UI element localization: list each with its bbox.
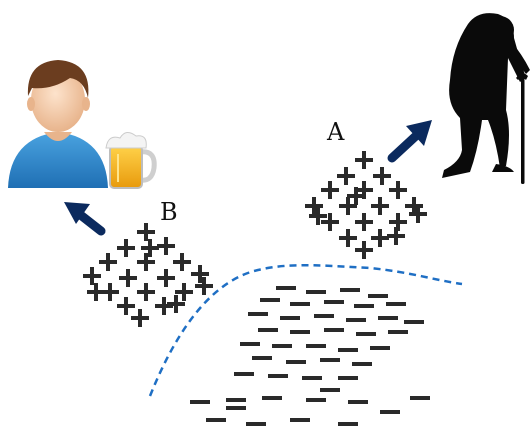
plus-mark — [137, 283, 155, 301]
minus-mark — [352, 362, 372, 366]
label-b: B — [160, 198, 178, 226]
minus-mark — [348, 400, 368, 404]
minus-mark — [286, 360, 306, 364]
minus-cluster — [190, 286, 430, 426]
plus-mark — [195, 277, 213, 295]
plus-mark — [99, 253, 117, 271]
plus-mark — [355, 151, 373, 169]
decision-boundary — [148, 263, 463, 397]
plus-mark — [337, 167, 355, 185]
plus-mark — [137, 223, 155, 241]
minus-mark — [306, 290, 326, 294]
plus-mark — [321, 213, 339, 231]
elderly-person-with-cane-icon — [442, 13, 530, 184]
plus-mark — [373, 167, 391, 185]
minus-mark — [346, 318, 366, 322]
minus-mark — [252, 356, 272, 360]
minus-mark — [380, 410, 400, 414]
minus-mark — [404, 320, 424, 324]
plus-mark — [347, 187, 365, 205]
plus-mark — [409, 205, 427, 223]
minus-mark — [378, 316, 398, 320]
plus-mark — [117, 297, 135, 315]
minus-mark — [386, 302, 406, 306]
minus-mark — [370, 346, 390, 350]
minus-mark — [246, 422, 266, 426]
minus-mark — [226, 406, 246, 410]
minus-mark — [206, 418, 226, 422]
minus-mark — [388, 330, 408, 334]
minus-mark — [306, 398, 326, 402]
plus-mark — [371, 197, 389, 215]
minus-mark — [226, 398, 246, 402]
minus-mark — [368, 294, 388, 298]
plus-mark — [167, 295, 185, 313]
plus-mark — [355, 241, 373, 259]
minus-mark — [356, 332, 376, 336]
plus-mark — [117, 239, 135, 257]
person-avatar-icon — [8, 60, 108, 188]
minus-mark — [314, 314, 334, 318]
minus-mark — [290, 302, 310, 306]
minus-mark — [354, 304, 374, 308]
plus-mark — [157, 269, 175, 287]
plus-mark — [137, 253, 155, 271]
minus-mark — [340, 288, 360, 292]
minus-mark — [324, 328, 344, 332]
plus-cluster-b — [83, 223, 213, 327]
minus-mark — [280, 316, 300, 320]
plus-mark — [371, 229, 389, 247]
minus-mark — [262, 396, 282, 400]
plus-mark — [191, 265, 209, 283]
minus-mark — [324, 300, 344, 304]
minus-mark — [320, 358, 340, 362]
plus-mark — [339, 229, 357, 247]
minus-mark — [240, 342, 260, 346]
plus-mark — [389, 181, 407, 199]
plus-mark — [141, 239, 159, 257]
plus-mark — [309, 207, 327, 225]
minus-mark — [338, 376, 358, 380]
minus-mark — [338, 348, 358, 352]
plus-mark — [83, 267, 101, 285]
minus-mark — [290, 330, 310, 334]
plus-mark — [387, 227, 405, 245]
arrow-icon-to-elderly — [387, 120, 432, 163]
plus-mark — [355, 213, 373, 231]
minus-mark — [302, 376, 322, 380]
minus-mark — [268, 374, 288, 378]
minus-mark — [338, 422, 358, 426]
plus-mark — [131, 309, 149, 327]
minus-mark — [276, 286, 296, 290]
beer-mug-icon — [105, 132, 157, 189]
minus-mark — [410, 396, 430, 400]
plus-mark — [87, 283, 105, 301]
plus-mark — [321, 181, 339, 199]
plus-mark — [175, 283, 193, 301]
plus-mark — [119, 269, 137, 287]
minus-mark — [190, 400, 210, 404]
minus-mark — [290, 418, 310, 422]
plus-mark — [173, 253, 191, 271]
plus-mark — [157, 237, 175, 255]
minus-mark — [320, 388, 340, 392]
arrow-icon-to-young — [64, 202, 106, 236]
minus-mark — [306, 344, 326, 348]
plus-cluster-a — [305, 151, 427, 259]
minus-mark — [248, 312, 268, 316]
minus-mark — [234, 372, 254, 376]
minus-mark — [272, 344, 292, 348]
label-a: A — [326, 118, 345, 146]
minus-mark — [258, 328, 278, 332]
minus-mark — [260, 298, 280, 302]
plus-mark — [339, 197, 357, 215]
plus-mark — [305, 197, 323, 215]
